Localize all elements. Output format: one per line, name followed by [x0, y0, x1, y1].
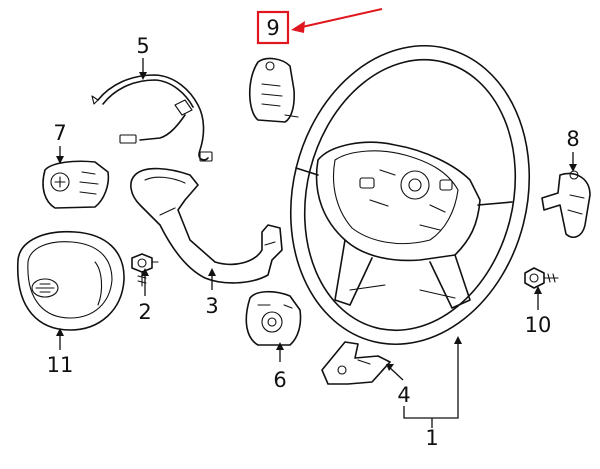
bolt-part-10 — [524, 267, 559, 289]
callout-7: 7 — [53, 121, 66, 145]
leader-arrowheads — [56, 72, 577, 371]
callout-8: 8 — [566, 127, 579, 151]
callout-1: 1 — [425, 426, 438, 450]
trim-bezel-part-3 — [130, 167, 283, 284]
callout-3: 3 — [205, 294, 218, 318]
callout-6: 6 — [273, 368, 286, 392]
highlight-arrow-head — [291, 21, 305, 33]
callout-2: 2 — [138, 300, 151, 324]
callout-9: 9 — [266, 16, 279, 40]
airbag-module — [17, 230, 125, 331]
control-switch-part-7 — [42, 160, 110, 209]
highlight-box — [256, 10, 290, 45]
callout-4: 4 — [397, 383, 410, 407]
callout-5: 5 — [136, 34, 149, 58]
callout-labels: 1 2 3 4 5 6 7 8 9 10 11 — [47, 16, 580, 450]
wiring-harness-part-5 — [91, 74, 213, 162]
shift-paddle-part-8 — [541, 170, 591, 239]
paddle-switch-part-9 — [248, 57, 299, 123]
bracket-part-4 — [321, 341, 391, 385]
steering-wheel — [289, 44, 531, 346]
callout-10: 10 — [525, 313, 552, 337]
highlight-arrow — [301, 8, 383, 28]
callout-11: 11 — [47, 353, 74, 377]
leader-1-right — [403, 340, 459, 419]
leader-lines — [59, 58, 574, 428]
control-switch-part-6 — [245, 290, 302, 346]
